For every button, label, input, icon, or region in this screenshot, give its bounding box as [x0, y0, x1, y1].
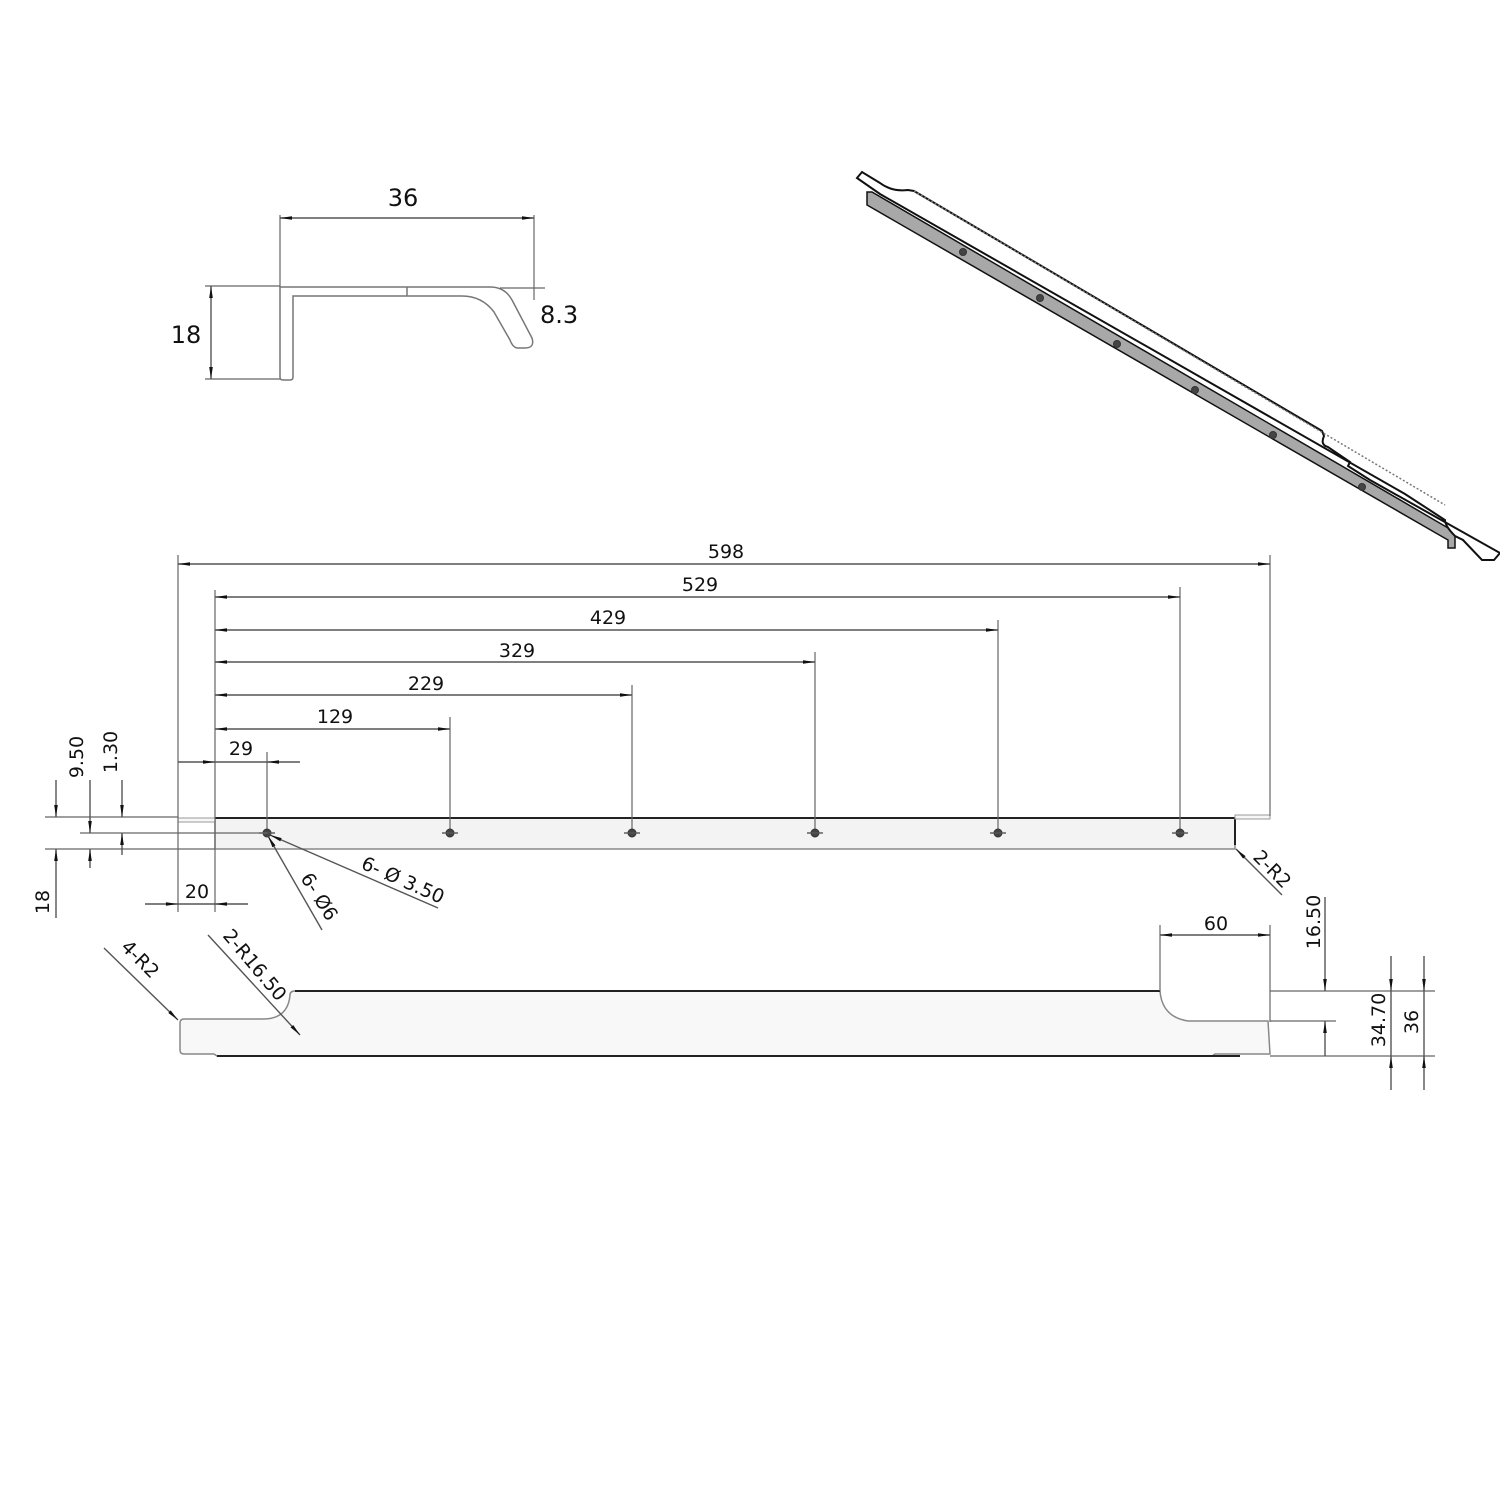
hole-callout-countersink: 6- Ø 3.50: [358, 852, 448, 908]
profile-outline: [279, 286, 534, 381]
iso-hole: [1358, 483, 1366, 491]
iso-hole: [1191, 386, 1199, 394]
dim-label-total-height: 18: [32, 890, 54, 914]
hole-marker: [624, 828, 640, 838]
dim-label-lip: 8.3: [540, 301, 578, 329]
iso-hole: [1113, 340, 1121, 348]
top-view-ledge-left: [177, 817, 216, 823]
dim-label-hole-center: 9.50: [66, 736, 88, 778]
isometric-view: [855, 170, 1500, 561]
iso-flange-face: [866, 191, 1456, 549]
dim-label-edge-offset: 20: [185, 881, 209, 903]
dim-label-height: 18: [171, 321, 202, 349]
profile-view: 36 18 8.3: [171, 184, 578, 381]
top-view-ledge-right: [1234, 814, 1271, 820]
top-view: 598 529 429 329 229 129 29 18: [32, 541, 1295, 931]
dim-label-hole-1: 29: [229, 738, 253, 760]
dim-label-total-height-front: 36: [1401, 1010, 1423, 1034]
iso-hole: [1269, 431, 1277, 439]
iso-hole: [1036, 294, 1044, 302]
iso-top-plate: [855, 170, 1500, 561]
front-view-body: [179, 990, 1271, 1057]
dim-label-hole-6: 529: [682, 574, 718, 596]
dim-label-cutout-depth: 16.50: [1303, 895, 1325, 949]
dim-label-cutout-radius: 2-R16.50: [218, 925, 290, 1005]
dim-label-width: 36: [388, 184, 419, 212]
hole-marker: [990, 828, 1006, 838]
iso-hole: [959, 248, 967, 256]
dim-label-cutout-length: 60: [1204, 913, 1228, 935]
dim-label-front-corner-radius: 4-R2: [116, 936, 163, 983]
dim-label-hole-5: 429: [590, 607, 626, 629]
dim-label-hole-2: 129: [317, 706, 353, 728]
hole-marker: [1172, 828, 1188, 838]
dim-label-overall-length: 598: [708, 541, 744, 563]
dim-label-lip-thickness: 1.30: [100, 731, 122, 773]
top-view-body: [214, 817, 1236, 850]
dim-label-hole-4: 329: [499, 640, 535, 662]
hole-marker: [442, 828, 458, 838]
front-view: 4-R2 2-R16.50 60 16.50 34.70 36: [103, 895, 1435, 1090]
hole-marker: [807, 828, 823, 838]
dim-label-inner-height: 34.70: [1368, 993, 1390, 1047]
dim-label-hole-3: 229: [408, 673, 444, 695]
